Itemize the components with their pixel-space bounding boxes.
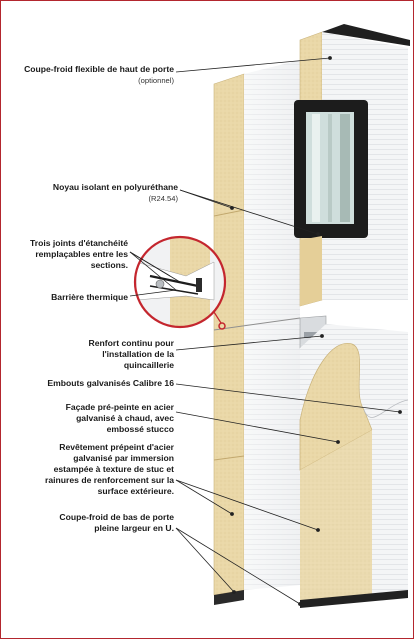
leader-lines: [129, 56, 402, 606]
callout-galvanized-endcaps: Embouts galvanisés Calibre 16: [4, 378, 174, 389]
callout-steel-coating: Revêtement prépeint d'acier galvanisé pa…: [4, 442, 174, 497]
callout-top-weatherstrip: Coupe-froid flexible de haut de porte (o…: [4, 64, 174, 86]
callout-line: pleine largeur en U.: [94, 523, 174, 533]
callout-reinforcement: Renfort continu pour l'installation de l…: [4, 338, 174, 371]
callout-line: Renfort continu pour: [88, 338, 174, 348]
bottom-seal-left: [214, 590, 244, 605]
upper-section: [294, 24, 410, 307]
callout-line: Coupe-froid de bas de porte: [59, 512, 174, 522]
back-panel: [213, 60, 301, 605]
callout-line: surface extérieure.: [97, 486, 174, 496]
callout-bottom-weatherstrip: Coupe-froid de bas de porte pleine large…: [4, 512, 174, 534]
callout-line: estampée à texture de stuc et: [53, 464, 174, 474]
lower-section: [299, 324, 409, 608]
callout-thermal-barrier: Barrière thermique: [4, 292, 128, 303]
callout-note: (optionnel): [138, 76, 174, 85]
callout-insulating-core: Noyau isolant en polyuréthane (R24.54): [4, 182, 178, 204]
callout-title: Embouts galvanisés Calibre 16: [47, 378, 174, 388]
bottom-seal-right: [300, 590, 408, 608]
callout-line: galvanisé à chaud, avec: [76, 413, 174, 423]
callout-prepainted-facade: Façade pré-peinte en acier galvanisé à c…: [4, 402, 174, 435]
callout-title: Barrière thermique: [51, 292, 128, 302]
callout-line: rainures de renforcement sur la: [45, 475, 174, 485]
callout-line: sections.: [90, 260, 128, 270]
detail-magnifier: [133, 235, 227, 330]
top-seal: [300, 24, 410, 46]
foam-core-edge: [213, 73, 245, 596]
callout-note: (R24.54): [148, 194, 178, 203]
callout-title: Coupe-froid flexible de haut de porte: [24, 64, 174, 74]
callout-line: Revêtement prépeint d'acier: [59, 442, 174, 452]
callout-line: embossé stucco: [106, 424, 174, 434]
callout-line: galvanisé par immersion: [73, 453, 174, 463]
callout-line: remplaçables entre les: [35, 249, 128, 259]
callout-title: Noyau isolant en polyuréthane: [52, 182, 178, 192]
callout-line: Trois joints d'étanchéité: [29, 238, 128, 248]
callout-line: quincaillerie: [123, 360, 174, 370]
callout-line: Façade pré-peinte en acier: [65, 402, 174, 412]
callout-line: l'installation de la: [102, 349, 174, 359]
callout-three-seals: Trois joints d'étanchéité remplaçables e…: [4, 238, 128, 271]
